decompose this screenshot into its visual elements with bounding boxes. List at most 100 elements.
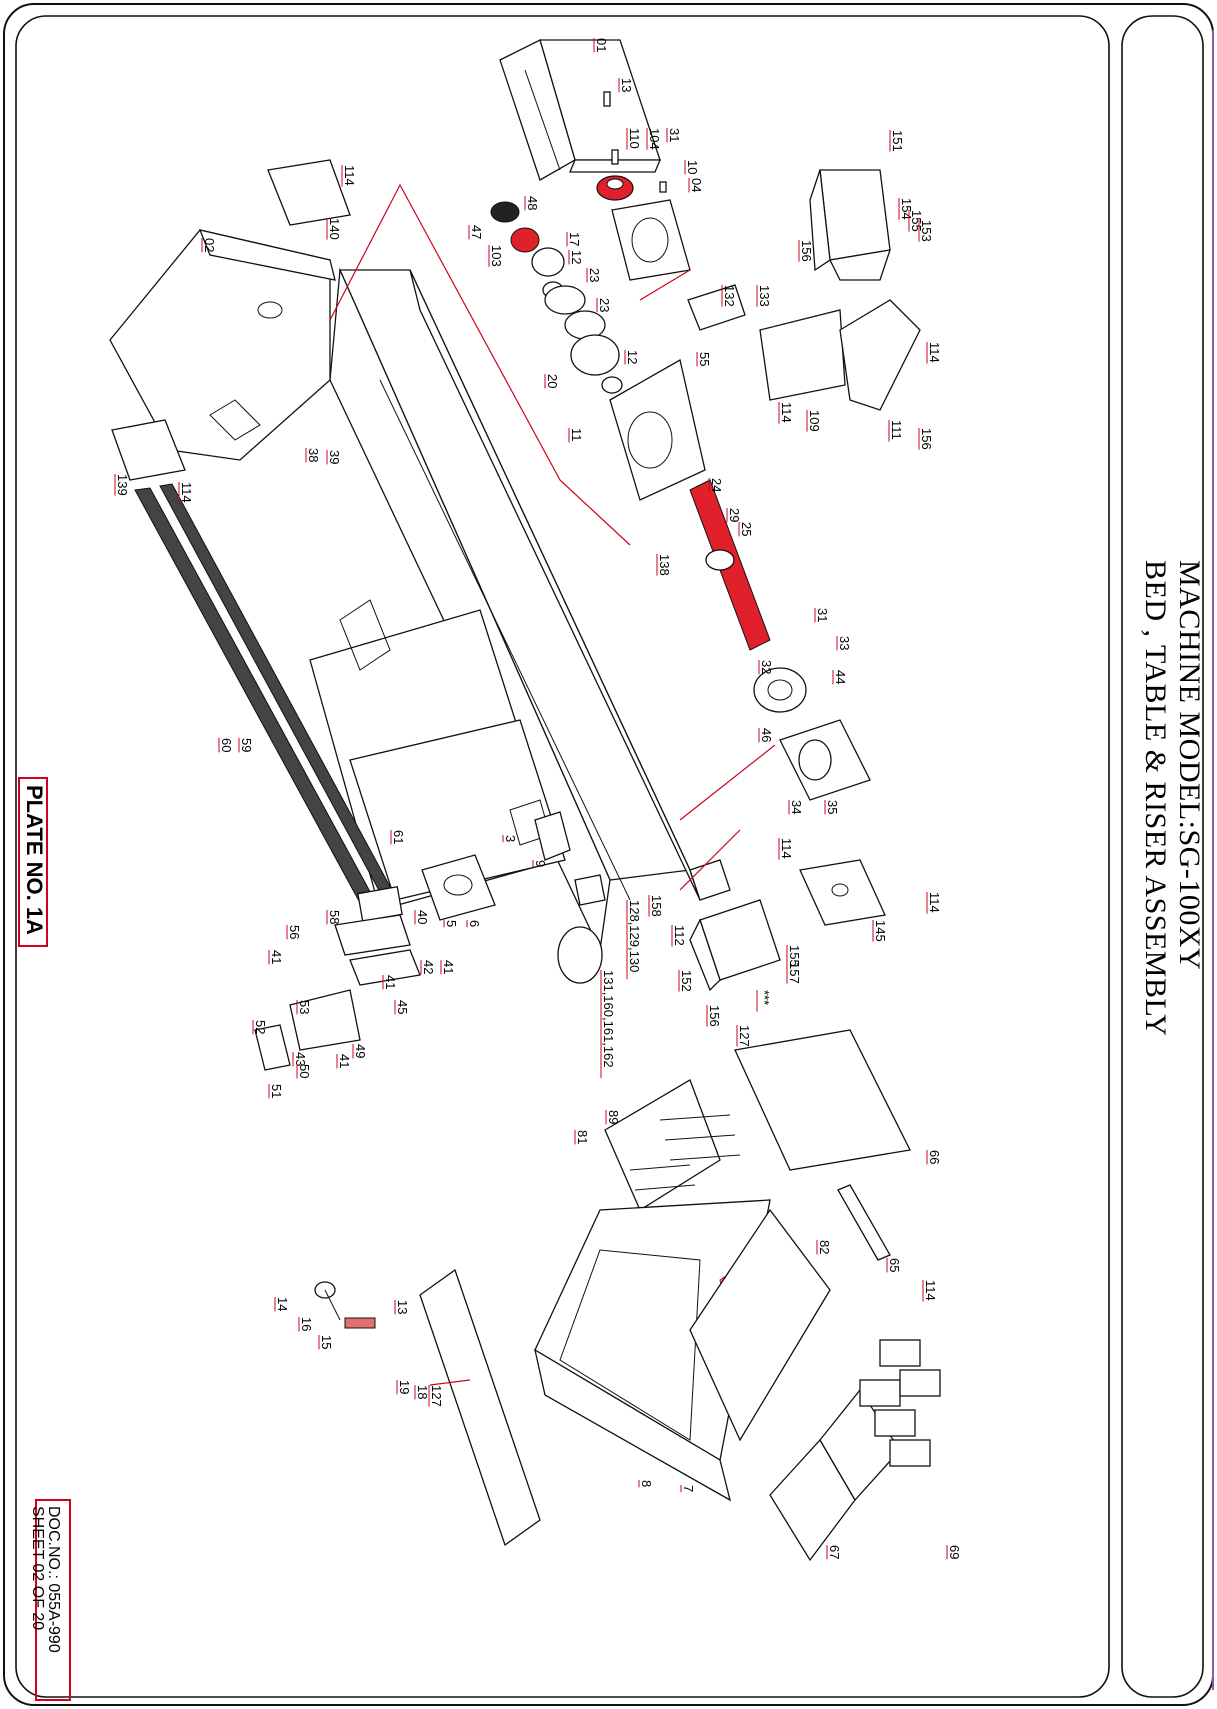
part-01-housing [499, 39, 661, 181]
callout-c46: 46 [759, 728, 774, 742]
callout-c19: 19 [397, 1380, 412, 1394]
callout-c12a: 12 [569, 250, 584, 264]
callout-c112: 112 [672, 925, 687, 946]
callout-c41c: 41 [383, 975, 398, 989]
callout-c59: 59 [239, 738, 254, 752]
callout-c157: 157 [787, 962, 802, 984]
callout-c41b: 41 [441, 960, 456, 974]
callout-c61: 61 [391, 830, 406, 844]
callout-c66: 66 [927, 1150, 942, 1164]
part-151-motor-box [809, 169, 891, 281]
callout-c15: 15 [319, 1335, 334, 1349]
part-riser-cabinet [534, 1199, 831, 1502]
callout-c02: 02 [202, 238, 217, 252]
part-bed-body [329, 267, 701, 953]
callout-c45: 45 [395, 1000, 410, 1014]
callout-c151: 151 [890, 130, 905, 152]
part-13-cover [419, 1268, 541, 1547]
callout-c145: 145 [873, 920, 888, 942]
callout-c132: 132 [722, 285, 737, 307]
part-bearing-stack [531, 247, 623, 394]
callout-c60: 60 [219, 738, 234, 752]
callout-c23a: 23 [587, 268, 602, 282]
part-61-rails [134, 483, 401, 913]
callout-c103: 103 [489, 245, 504, 267]
part-139-plate [111, 419, 186, 481]
plate-number: PLATE NO. 1A [22, 785, 47, 935]
callout-c155a: 155 [909, 210, 924, 232]
plate-number-box [18, 777, 48, 947]
callout-c81: 81 [575, 1130, 590, 1144]
doc-number-box [35, 1499, 71, 1701]
callout-c158: 158 [649, 895, 664, 917]
part-5-plate [421, 854, 496, 921]
part-109-cover [759, 309, 846, 401]
callout-c58: 58 [327, 910, 342, 924]
callout-c39: 39 [327, 450, 342, 464]
callout-c138: 138 [657, 554, 672, 576]
callout-c114f: 114 [927, 892, 942, 913]
drawing-area-border [15, 15, 1110, 1698]
callout-c110: 110 [627, 128, 642, 149]
part-140-cover-plate [267, 159, 351, 226]
callout-c133: 133 [757, 285, 772, 307]
callout-c41d: 41 [337, 1054, 352, 1068]
callout-c156c: 156 [707, 1005, 722, 1027]
callout-c12b: 12 [625, 350, 640, 364]
callout-c04: 04 [689, 178, 704, 192]
part-131-disc [557, 926, 603, 984]
callout-c51: 51 [269, 1084, 284, 1098]
callout-c111: 111 [889, 420, 904, 440]
callout-c139: 139 [115, 474, 130, 496]
doc-number: DOC.NO.: 055A-990 [45, 1506, 62, 1653]
callout-c50: 50 [297, 1064, 312, 1078]
part-111-guard [839, 299, 921, 411]
callout-c11: 11 [569, 428, 584, 442]
title-line-2: BED , TABLE & RISER ASSEMBLY [1139, 560, 1172, 1036]
callout-c25: 25 [739, 522, 754, 536]
part-32-nut-housing [753, 667, 807, 713]
callout-c34: 34 [789, 800, 804, 814]
part-128-block [574, 874, 606, 906]
callout-c33: 33 [837, 636, 852, 650]
callout-c114b: 114 [927, 342, 942, 363]
callout-c114d: 114 [179, 482, 194, 503]
part-66-plate [734, 1029, 911, 1171]
callout-c44: 44 [833, 670, 848, 684]
callout-c114c: 114 [779, 402, 794, 423]
callout-c53: 53 [297, 1000, 312, 1014]
title-line-1: MACHINE MODEL:SG-100XY [1173, 560, 1206, 970]
callout-c153: 153 [919, 220, 934, 242]
part-14-handle [314, 1281, 376, 1329]
callout-c41a: 41 [269, 950, 284, 964]
callout-c156a: 156 [799, 240, 814, 262]
callout-c67: 67 [827, 1545, 842, 1559]
callout-c156b: 156 [919, 428, 934, 450]
callout-c47: 47 [469, 225, 484, 239]
callout-c13b: 13 [395, 1300, 410, 1314]
callout-c3: 3 [503, 835, 518, 842]
callout-c49: 49 [353, 1044, 368, 1058]
callout-c127b: 127 [429, 1385, 444, 1407]
callout-c7: 7 [681, 1485, 696, 1492]
callout-c131: 131,160,161,162 [601, 970, 616, 1068]
callout-c82: 82 [817, 1240, 832, 1254]
callout-c14: 14 [275, 1297, 290, 1311]
callout-c16: 16 [299, 1317, 314, 1331]
callout-c6: 6 [467, 920, 482, 927]
callout-c114a: 114 [342, 165, 357, 186]
callout-cstar: *** [757, 990, 772, 1005]
callout-c42: 42 [421, 960, 436, 974]
callout-c29: 29 [727, 508, 742, 522]
part-lower-bed [309, 599, 566, 911]
callout-c40: 40 [415, 910, 430, 924]
callout-c55: 55 [697, 352, 712, 366]
callout-c35: 35 [825, 800, 840, 814]
callout-c56: 56 [287, 925, 302, 939]
callout-c43: 43 [293, 1052, 308, 1066]
callout-c128: 128,129,130 [627, 900, 642, 972]
callout-c152: 152 [679, 970, 694, 992]
callout-c20: 20 [545, 374, 560, 388]
part-9-bracket [534, 811, 571, 861]
